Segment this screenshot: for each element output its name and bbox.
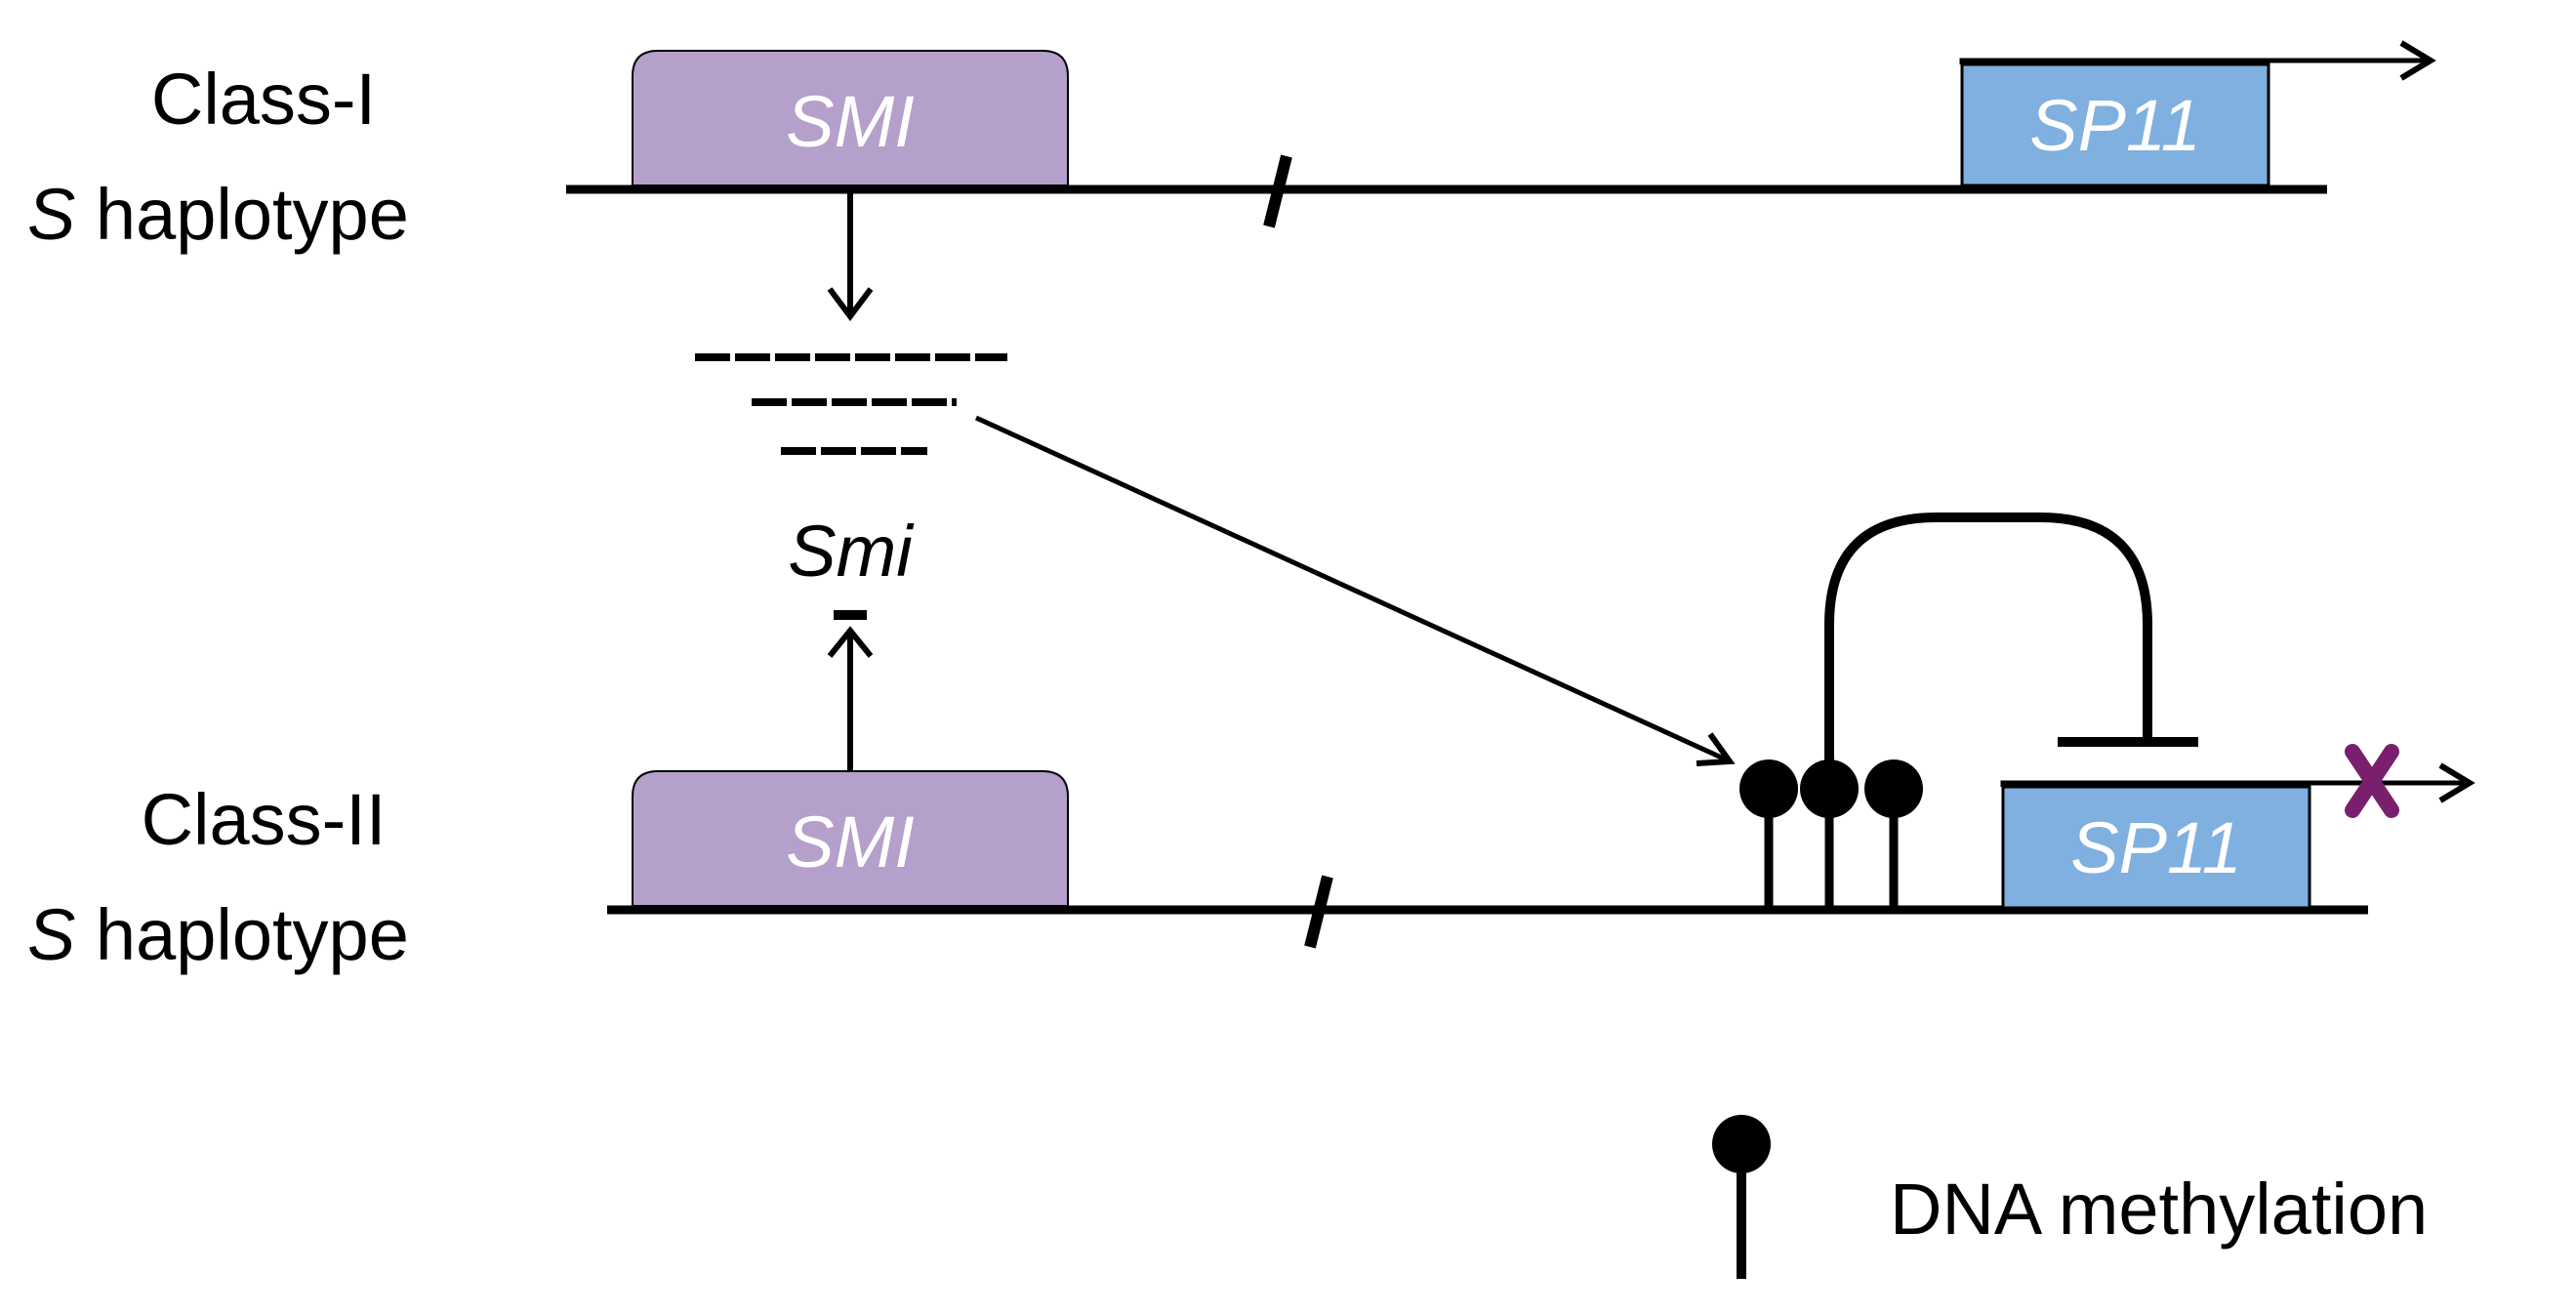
class2-smi-to-srna-arrow [827,610,874,777]
class2-title: Class-II [142,779,387,860]
class2-s-letter: S [27,894,75,975]
class1-sp11-gene: SP11 [1960,62,2270,187]
blocked-transcription-cross-icon [2345,744,2399,818]
methylation-lollipop [1739,759,1798,910]
class1-subtitle: S haplotype [27,174,409,255]
legend: DNA methylation [1712,1115,2428,1279]
class1-title: Class-I [151,59,376,140]
smi-to-srna-arrow [827,191,874,321]
class1-transcription-arrow [1959,40,2436,81]
srna-to-methylation-arrow [974,415,1736,766]
inhibition-arc [1824,513,2198,771]
legend-methylation-icon [1712,1115,1771,1279]
class1-sp11-box [1960,62,2270,187]
class1-smi-label: SMI [786,81,915,162]
class1-sp11-label: SP11 [2029,85,2201,166]
class2-subtitle: S haplotype [27,894,409,975]
class1-smi-box [632,50,1069,186]
legend-methylation-label: DNA methylation [1890,1169,2428,1250]
class2-sp11-gene: SP11 [2001,785,2311,910]
class1-s-letter: S [27,174,75,255]
class2-sp11-label: SP11 [2070,807,2242,888]
methylation-lollipop [1800,759,1859,910]
class2-smi-box [632,770,1069,907]
class1-smi-gene: SMI [632,50,1069,186]
class2-break-mark [1304,875,1333,949]
class1-label: Class-I S haplotype [27,59,409,255]
class2-transcription-arrow [2000,762,2475,803]
class2-label: Class-II S haplotype [27,779,409,975]
class1-haplotype-text: haplotype [75,174,409,255]
class2-sp11-box [2001,785,2311,910]
class2-smi-gene: SMI [632,770,1069,907]
methylation-marks [1739,759,1923,910]
class2-smi-label: SMI [786,801,915,882]
small-rna-dashes [695,353,1007,455]
class1-break-mark [1263,154,1292,228]
class2-haplotype-text: haplotype [75,894,409,975]
methylation-lollipop [1864,759,1923,910]
small-rna-label: Smi [788,511,915,592]
